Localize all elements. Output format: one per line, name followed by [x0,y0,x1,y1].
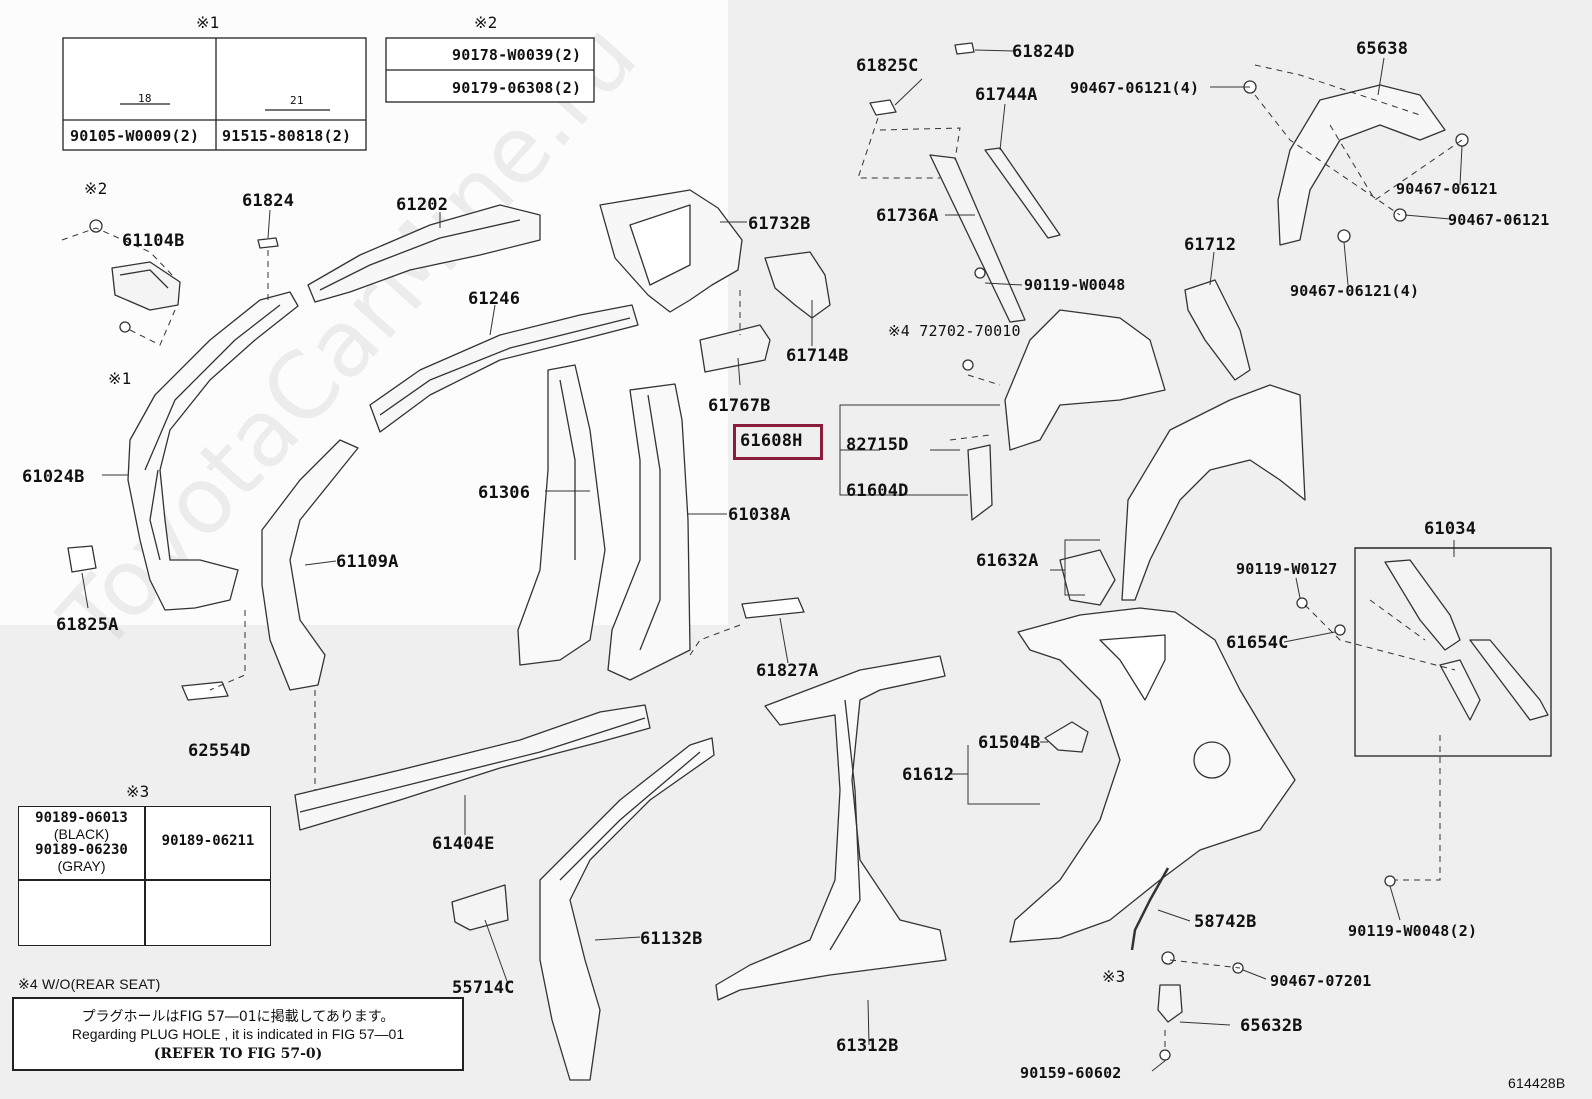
clip-black-part: 90189-06013 [35,810,128,826]
part-61038A[interactable]: 61038A [728,505,791,525]
part-61732B[interactable]: 61732B [748,214,811,234]
part-90467-07201[interactable]: 90467-07201 [1270,972,1372,990]
part-90467-06121-a[interactable]: 90467-06121 [1396,180,1498,198]
mark2-callout: ※2 [84,179,108,198]
dim-18: 18 [138,92,152,105]
part-61825C[interactable]: 61825C [856,56,919,76]
part-61825A[interactable]: 61825A [56,615,119,635]
part-61109A[interactable]: 61109A [336,552,399,572]
part-61767B[interactable]: 61767B [708,396,771,416]
part-61824D[interactable]: 61824D [1012,42,1075,62]
note-japanese: プラグホールはFIG 57―01に掲載してあります。 [81,1009,395,1025]
part-90119-W0048-2[interactable]: 90119-W0048(2) [1348,922,1478,940]
part-72702-70010[interactable]: ※4 72702-70010 [888,322,1021,340]
mark1-label: ※1 [196,13,220,32]
note-english: Regarding PLUG HOLE , it is indicated in… [71,1026,405,1042]
part-61306[interactable]: 61306 [478,483,531,503]
part-61712[interactable]: 61712 [1184,235,1237,255]
part-65638[interactable]: 65638 [1356,39,1409,59]
part-90467-06121-b[interactable]: 90467-06121 [1448,211,1550,229]
dim-21: 21 [290,94,304,107]
mark3-label: ※3 [126,782,150,801]
part-61714B[interactable]: 61714B [786,346,849,366]
note-box: プラグホールはFIG 57―01に掲載してあります。 Regarding PLU… [12,997,464,1071]
part-55714C[interactable]: 55714C [452,978,515,998]
part-61608H[interactable]: 61608H [740,431,803,451]
part-61312B[interactable]: 61312B [836,1036,899,1056]
clip-black-color: (BLACK) [53,826,110,842]
part-90179-06308: 90179-06308(2) [452,79,582,97]
mark3-callout: ※3 [1102,967,1126,986]
part-61104B[interactable]: 61104B [122,231,185,251]
clip-gray-color: (GRAY) [57,858,106,874]
clip-part-90189-06211: 90189-06211 [161,833,255,849]
part-61604D[interactable]: 61604D [846,481,909,501]
mark1-callout: ※1 [108,369,132,388]
part-65632B[interactable]: 65632B [1240,1016,1303,1036]
part-62554D[interactable]: 62554D [188,741,251,761]
part-61654C[interactable]: 61654C [1226,633,1289,653]
part-61034[interactable]: 61034 [1424,519,1477,539]
part-90178-W0039: 90178-W0039(2) [452,46,582,64]
part-90119-W0127[interactable]: 90119-W0127 [1236,560,1338,578]
clip-gray-part: 90189-06230 [35,842,128,858]
part-61024B[interactable]: 61024B [22,467,85,487]
highlighted-part-box[interactable] [733,424,823,460]
part-82715D[interactable]: 82715D [846,435,909,455]
note-title: ※4 W/O(REAR SEAT) [18,976,161,992]
part-90119-W0048[interactable]: 90119-W0048 [1024,276,1126,294]
note-reference: (REFER TO FIG 57-0) [153,1046,323,1062]
part-61736A[interactable]: 61736A [876,206,939,226]
clip-table: 90189-06013 (BLACK) 90189-06230 (GRAY) 9… [18,806,271,946]
part-61744A[interactable]: 61744A [975,85,1038,105]
part-61632A[interactable]: 61632A [976,551,1039,571]
part-61824[interactable]: 61824 [242,191,295,211]
mark2-label: ※2 [474,13,498,32]
figure-code: 614428B [1508,1075,1566,1091]
part-61504B[interactable]: 61504B [978,733,1041,753]
part-61404E[interactable]: 61404E [432,834,495,854]
part-61827A[interactable]: 61827A [756,661,819,681]
part-90105-W0009: 90105-W0009(2) [70,127,200,145]
part-61202[interactable]: 61202 [396,195,449,215]
part-90467-06121-4-bottom[interactable]: 90467-06121(4) [1290,282,1420,300]
part-58742B[interactable]: 58742B [1194,912,1257,932]
part-61612[interactable]: 61612 [902,765,955,785]
part-90159-60602[interactable]: 90159-60602 [1020,1064,1122,1082]
part-61132B[interactable]: 61132B [640,929,703,949]
part-61246[interactable]: 61246 [468,289,521,309]
part-90467-06121-4-top[interactable]: 90467-06121(4) [1070,79,1200,97]
part-91515-80818: 91515-80818(2) [222,127,352,145]
